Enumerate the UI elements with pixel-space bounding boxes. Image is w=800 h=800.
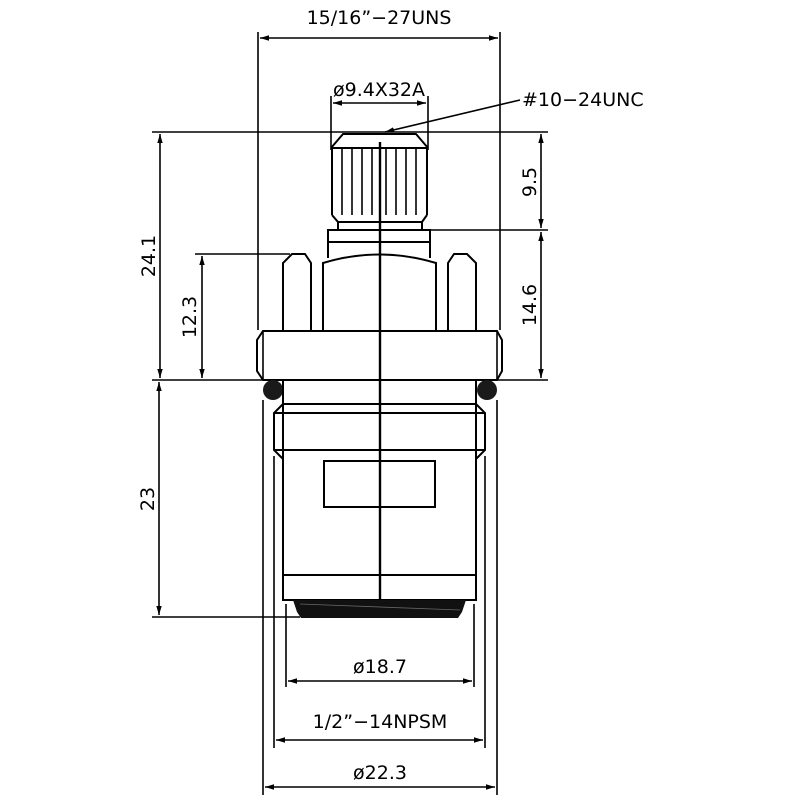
dim-stem-thread: #10−24UNC xyxy=(384,89,644,133)
dim-label-pipe-thread: 1/2”−14NPSM xyxy=(313,711,448,733)
dim-label-top-width: 15/16”−27UNS xyxy=(307,7,452,29)
dim-label-lower-height: 23 xyxy=(137,487,159,511)
dim-spline: ø9.4X32A xyxy=(330,79,429,150)
dim-top-width: 15/16”−27UNS xyxy=(257,7,501,330)
dim-oring-dia: ø22.3 xyxy=(265,762,495,790)
dim-lower-height: 23 xyxy=(137,382,162,615)
dim-label-stem-height: 9.5 xyxy=(519,167,541,197)
dim-label-stem-thread: #10−24UNC xyxy=(522,89,644,111)
dim-stem-height: 9.5 xyxy=(519,134,544,228)
dim-upper-height: 24.1 xyxy=(138,134,163,378)
dim-label-bottom-dia: ø18.7 xyxy=(353,656,407,678)
dim-body-height: 14.6 xyxy=(519,232,544,378)
dim-bottom-dia: ø18.7 xyxy=(288,656,472,684)
dim-pipe-thread: 1/2”−14NPSM xyxy=(276,711,483,743)
dim-label-hex-height: 12.3 xyxy=(179,296,201,338)
dim-label-spline: ø9.4X32A xyxy=(333,79,425,101)
dim-hex-height: 12.3 xyxy=(179,256,205,378)
dim-label-body-height: 14.6 xyxy=(519,284,541,326)
flange xyxy=(256,330,503,381)
dim-label-upper-height: 24.1 xyxy=(138,235,160,277)
o-rings xyxy=(263,380,497,400)
dim-label-oring-dia: ø22.3 xyxy=(353,762,407,784)
